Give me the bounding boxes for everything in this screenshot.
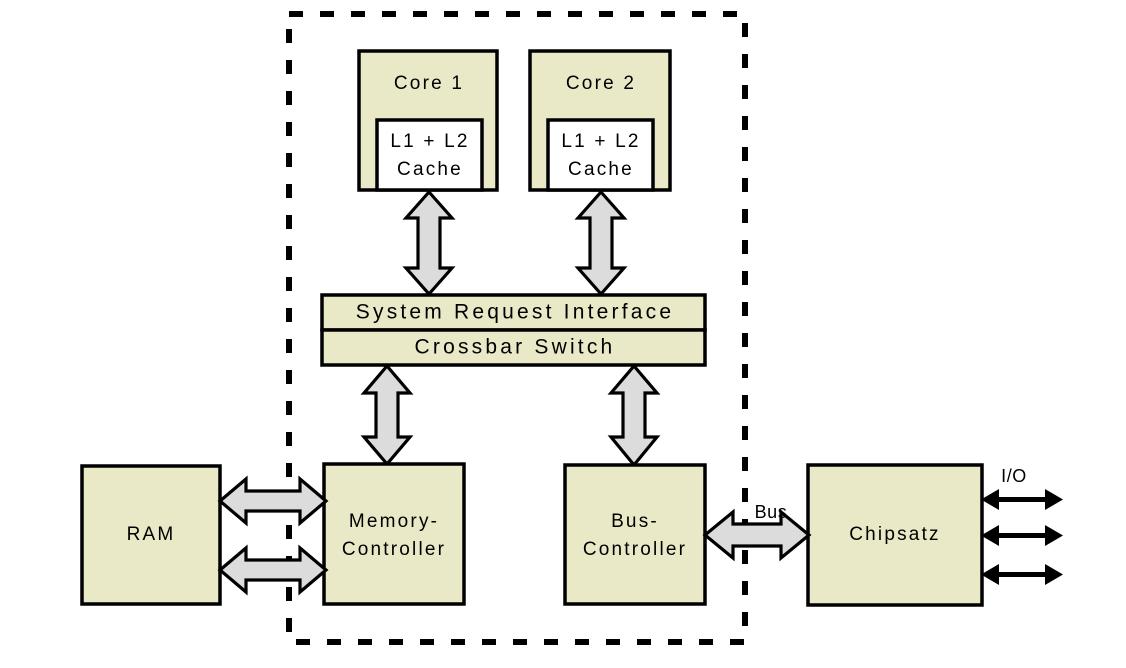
chipsatz-label: Chipsatz: [849, 524, 941, 545]
memory-controller-box[interactable]: [322, 462, 466, 606]
ram-label: RAM: [127, 524, 176, 545]
arrow-crossbar-to-bus-controller: [607, 363, 661, 468]
bus-controller-group[interactable]: Bus- Controller: [563, 463, 707, 606]
crossbar-switch-label: Crossbar Switch: [415, 336, 616, 359]
core-2-label: Core 2: [566, 73, 636, 94]
core-2-cache-label-line2: Cache: [568, 159, 634, 180]
core-1-cache-label-line1: L1 + L2: [390, 131, 469, 152]
system-request-interface-group[interactable]: System Request Interface: [320, 293, 707, 332]
memory-controller-group[interactable]: Memory- Controller: [322, 462, 466, 606]
arrow-ram-to-memory-controller-lower: [217, 544, 329, 596]
core-2-cache-box[interactable]: [546, 118, 655, 192]
ram-group[interactable]: RAM: [80, 464, 222, 606]
system-request-interface-label: System Request Interface: [356, 301, 674, 324]
arrow-core1-to-sri: [402, 189, 456, 297]
chipsatz-group[interactable]: Chipsatz: [806, 463, 984, 607]
bus-controller-label-line2: Controller: [583, 539, 687, 560]
chipsatz-io-arrow-2: [981, 525, 1063, 546]
cpu-package-dashed-boundary: [286, 11, 748, 645]
core-2-group[interactable]: Core 2 L1 + L2 Cache: [528, 49, 672, 192]
arrow-ram-to-memory-controller-upper: [217, 475, 329, 527]
chipsatz-box[interactable]: [806, 463, 984, 607]
chipsatz-io-arrow-1: [981, 489, 1063, 510]
memory-controller-label-line2: Controller: [342, 539, 446, 560]
core-1-cache-label-line2: Cache: [397, 159, 463, 180]
system-request-interface-box[interactable]: [320, 293, 707, 332]
core-1-group[interactable]: Core 1 L1 + L2 Cache: [357, 49, 499, 192]
core-1-label: Core 1: [394, 73, 464, 94]
crossbar-switch-box[interactable]: [320, 328, 707, 367]
arrow-bus-controller-to-chipsatz: [702, 508, 812, 562]
bus-controller-label-line1: Bus-: [611, 511, 659, 532]
io-connection-label: I/O: [1001, 466, 1027, 486]
core-2-cache-label-line1: L1 + L2: [561, 131, 640, 152]
chipsatz-io-arrow-3: [981, 564, 1063, 585]
ram-box[interactable]: [80, 464, 222, 606]
core-1-cache-box[interactable]: [375, 118, 484, 192]
arrow-core2-to-sri: [574, 189, 628, 297]
bus-connection-label: Bus: [755, 502, 788, 522]
arrow-crossbar-to-memory-controller: [360, 363, 414, 467]
memory-controller-label-line1: Memory-: [349, 511, 439, 532]
bus-controller-box[interactable]: [563, 463, 707, 606]
crossbar-switch-group[interactable]: Crossbar Switch: [320, 328, 707, 367]
